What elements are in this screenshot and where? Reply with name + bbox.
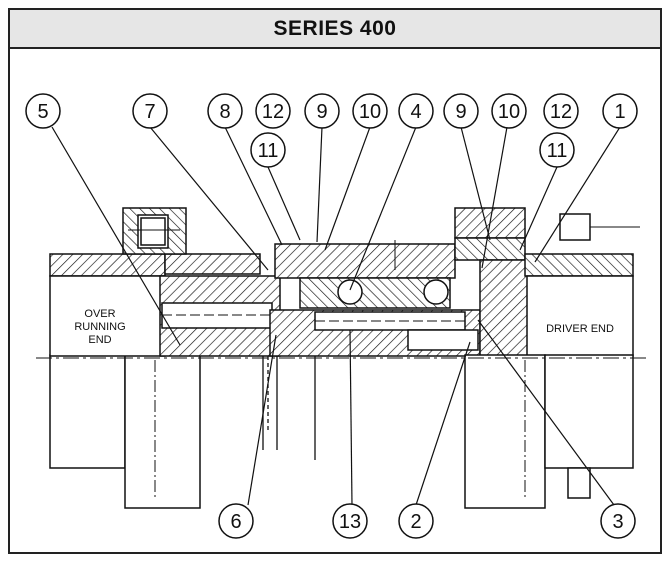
- callout-bubbles: [25, 93, 638, 539]
- callout-9-right: 9: [455, 101, 466, 123]
- center-shaft-lower: [262, 356, 316, 460]
- callout-12-right-bubble: [543, 93, 579, 129]
- svg-text:END: END: [88, 334, 111, 346]
- callout-4-bubble: [398, 93, 434, 129]
- right-hub: [407, 275, 634, 357]
- callout-1-bubble: [602, 93, 638, 129]
- callout-6: 6: [230, 511, 241, 533]
- callout-6-bubble: [218, 503, 254, 539]
- callout-9-bubble: [304, 93, 340, 129]
- left-flange-upper: [49, 207, 261, 277]
- callout-10-right: 10: [498, 101, 520, 123]
- callout-5: 5: [37, 101, 48, 123]
- callout-11: 11: [258, 140, 279, 162]
- callout-1: 1: [614, 101, 625, 123]
- callout-9: 9: [316, 101, 327, 123]
- callout-4: 4: [410, 101, 421, 123]
- diagram-title: SERIES 400: [273, 16, 397, 40]
- callout-10-right-bubble: [491, 93, 527, 129]
- title-bar: SERIES 400: [10, 10, 660, 49]
- right-flange: [454, 207, 640, 357]
- callout-5-bubble: [25, 93, 61, 129]
- callout-12: 12: [262, 101, 284, 123]
- callout-2: 2: [410, 511, 421, 533]
- left-shaft-lower: [49, 354, 201, 509]
- callout-11-right-bubble: [539, 132, 575, 168]
- callout-10: 10: [359, 101, 381, 123]
- callout-7: 7: [144, 101, 155, 123]
- right-shaft-lower: [464, 354, 634, 509]
- callout-11-bubble: [250, 132, 286, 168]
- over-running-end-label: OVER RUNNING END: [74, 308, 125, 346]
- callout-9-right-bubble: [443, 93, 479, 129]
- callout-8: 8: [219, 101, 230, 123]
- leader-lines: [51, 126, 621, 506]
- callout-3-bubble: [600, 503, 636, 539]
- callout-3: 3: [612, 511, 623, 533]
- callout-12-bubble: [255, 93, 291, 129]
- left-hub: [49, 275, 281, 357]
- callout-13-bubble: [332, 503, 368, 539]
- callout-13: 13: [339, 511, 361, 533]
- svg-text:RUNNING: RUNNING: [74, 321, 125, 333]
- callout-7-bubble: [132, 93, 168, 129]
- svg-text:OVER: OVER: [84, 308, 115, 320]
- callout-numbers: 5 7 8 12 9 10 4 9 10 12 1 11 11 6 13 2 3: [37, 101, 625, 533]
- callout-11-right: 11: [547, 140, 568, 162]
- callout-10-bubble: [352, 93, 388, 129]
- callout-8-bubble: [207, 93, 243, 129]
- callout-2-bubble: [398, 503, 434, 539]
- callout-12-right: 12: [550, 101, 572, 123]
- driver-end-label: DRIVER END: [546, 323, 614, 335]
